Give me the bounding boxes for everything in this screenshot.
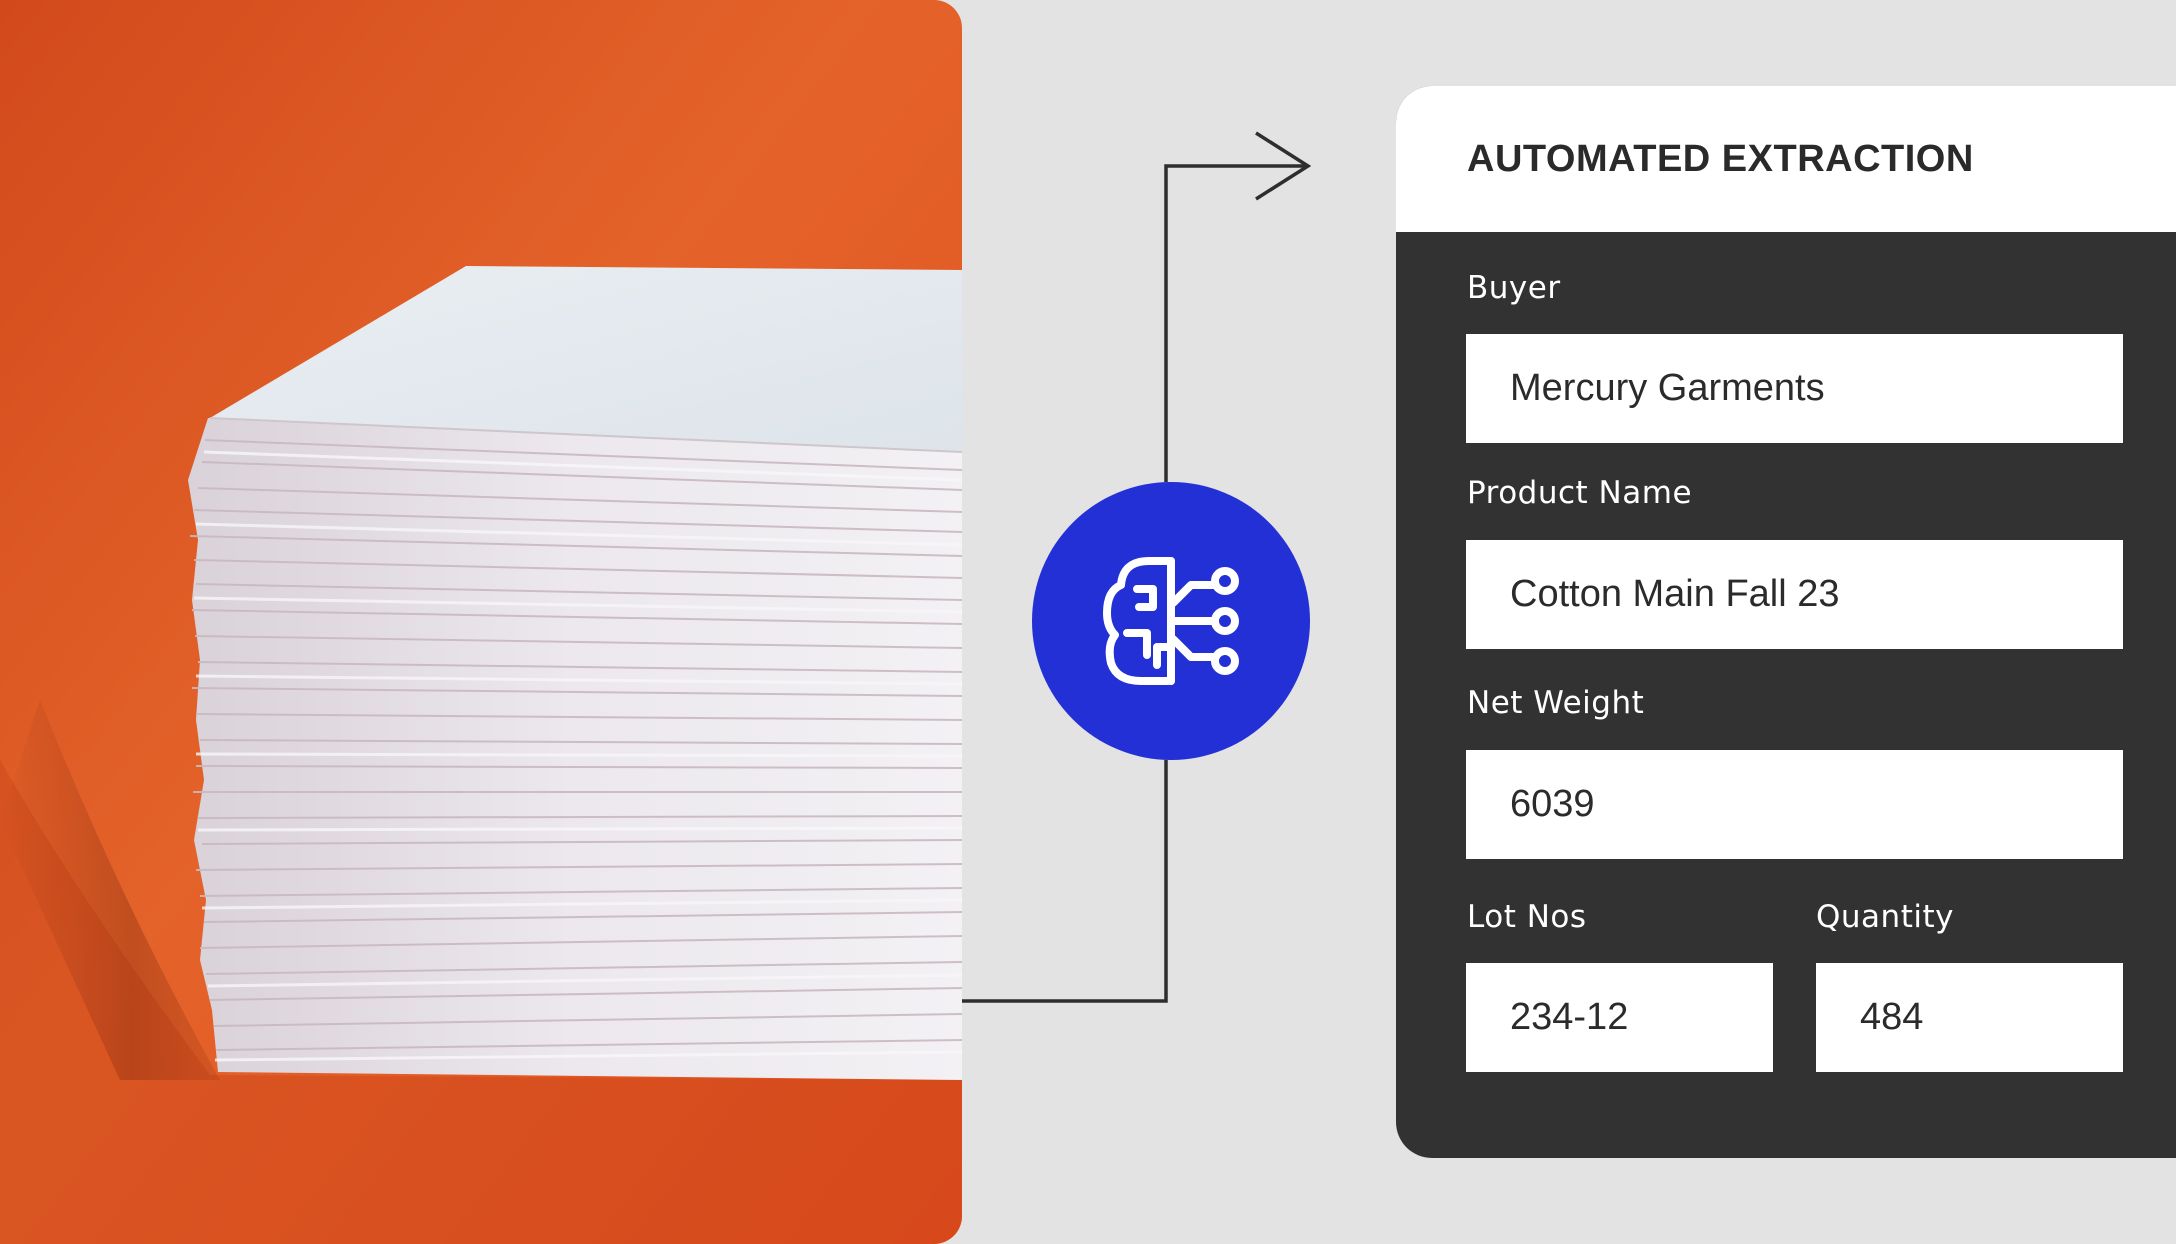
ai-brain-circuit-icon [1103, 557, 1239, 685]
arrow-right-icon [1255, 131, 1312, 201]
product-name-label: Product Name [1467, 475, 1693, 511]
lot-nos-field[interactable]: 234-12 [1466, 963, 1773, 1072]
net-weight-field[interactable]: 6039 [1466, 750, 2123, 859]
buyer-field[interactable]: Mercury Garments [1466, 334, 2123, 443]
buyer-label: Buyer [1467, 270, 1561, 306]
net-weight-label: Net Weight [1467, 685, 1645, 721]
quantity-label: Quantity [1816, 899, 1954, 935]
product-name-field[interactable]: Cotton Main Fall 23 [1466, 540, 2123, 649]
ai-hub [1032, 482, 1310, 760]
extraction-card: AUTOMATED EXTRACTION Buyer Mercury Garme… [1396, 86, 2176, 1158]
lot-nos-label: Lot Nos [1467, 899, 1587, 935]
paper-stack-photo [0, 0, 962, 1244]
card-title: AUTOMATED EXTRACTION [1467, 137, 1974, 180]
quantity-field[interactable]: 484 [1816, 963, 2123, 1072]
card-header: AUTOMATED EXTRACTION [1396, 86, 2176, 232]
